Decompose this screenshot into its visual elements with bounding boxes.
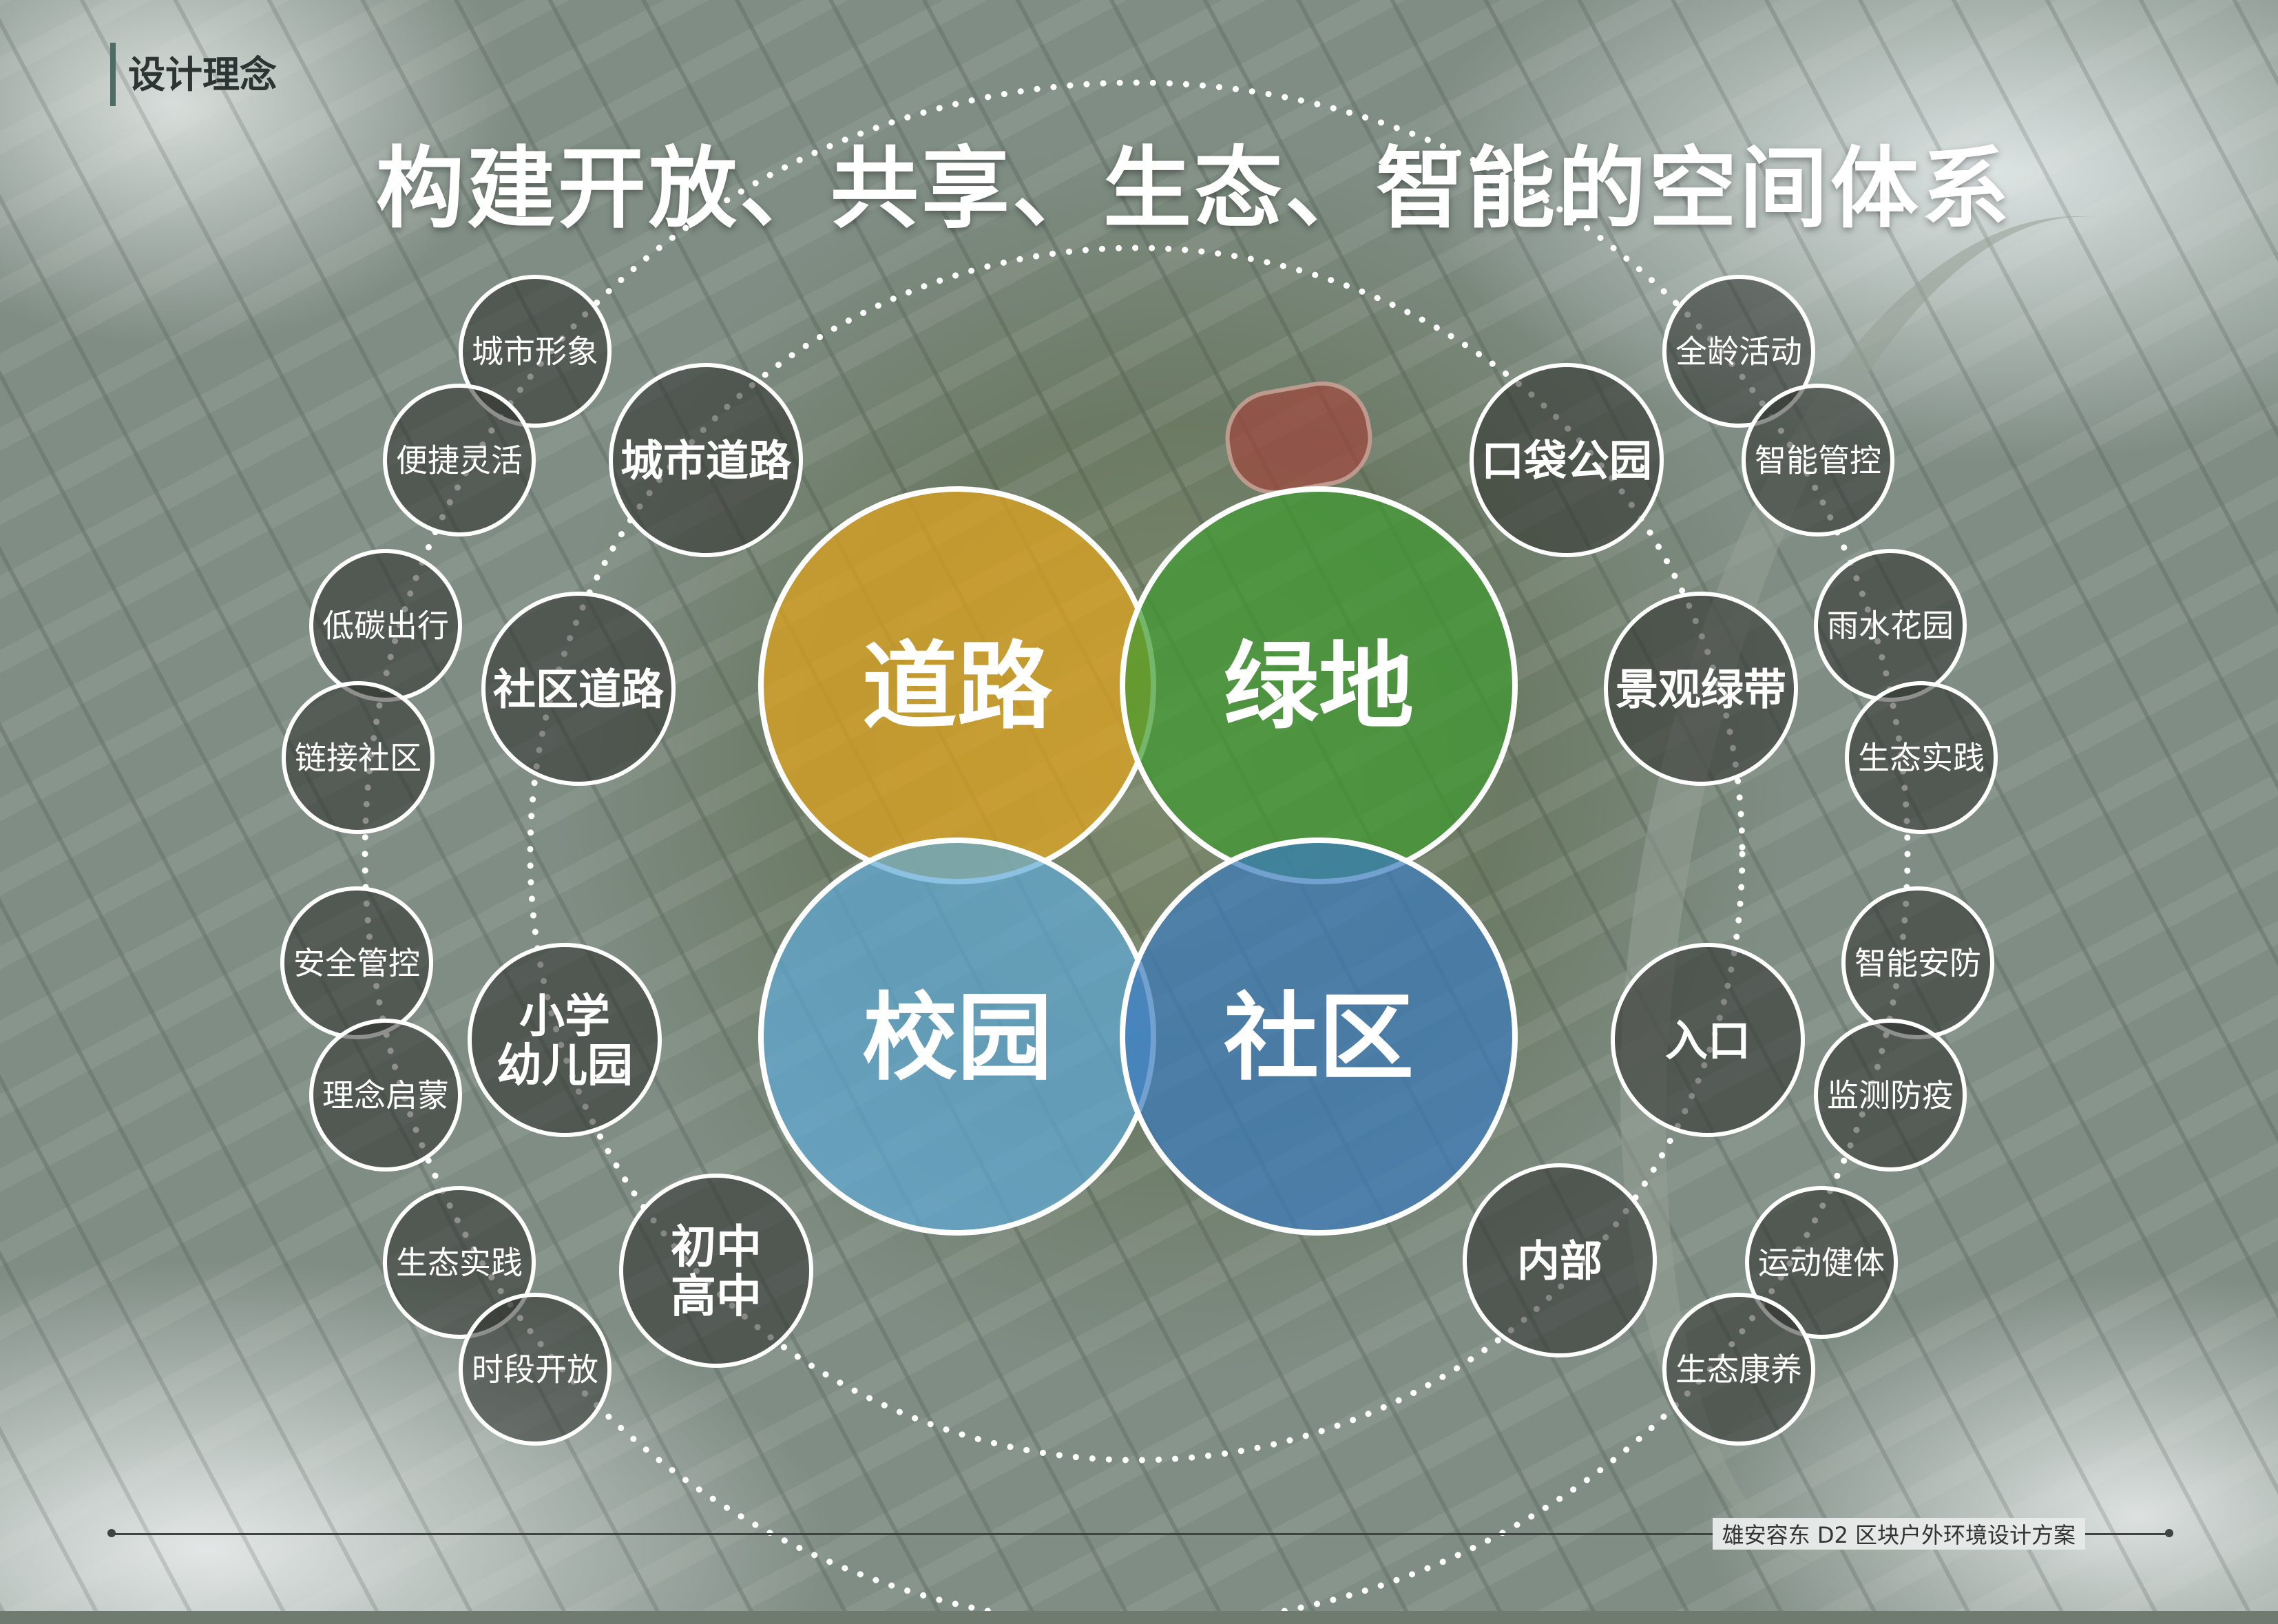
inner-node: 景观绿带	[1604, 592, 1798, 786]
outer-node-label: 生态实践	[1858, 740, 1985, 777]
outer-node-label: 智能安防	[1854, 945, 1981, 982]
core-node-4	[1120, 837, 1518, 1236]
outer-dotted-ring	[362, 79, 1911, 1611]
core-label: 社区	[1224, 983, 1414, 1094]
inner-node: 口袋公园	[1470, 363, 1664, 557]
inner-node-label: 景观绿带	[1616, 664, 1786, 714]
inner-node-label: 城市道路	[620, 435, 792, 486]
core-label: 绿地	[1224, 632, 1414, 742]
outer-node-label: 生态实践	[396, 1245, 523, 1282]
inner-dotted-ring	[527, 244, 1746, 1464]
outer-node-label: 雨水花园	[1827, 607, 1954, 645]
footer-rule	[110, 1533, 2169, 1535]
inner-node-circle	[1611, 943, 1805, 1137]
core-label: 道路	[862, 632, 1053, 742]
outer-node-label: 智能管控	[1755, 442, 1881, 479]
outer-node: 便捷灵活	[383, 384, 536, 537]
inner-node-circle	[481, 592, 676, 786]
outer-node-circle	[1742, 384, 1894, 537]
footer-project-name: 雄安容东 D2 区块户外环境设计方案	[1712, 1518, 2085, 1550]
inner-node-circle	[468, 943, 662, 1137]
outer-node-label: 监测防疫	[1827, 1077, 1954, 1114]
outer-node: 理念启蒙	[309, 1019, 462, 1172]
inner-node-circle	[619, 1174, 813, 1368]
inner-node-circle	[1463, 1163, 1657, 1357]
outer-node: 低碳出行	[309, 549, 462, 702]
outer-node-circle	[1845, 681, 1998, 834]
outer-node-circle	[459, 1293, 612, 1446]
outer-node-circle	[383, 384, 536, 537]
core-circle	[1120, 837, 1518, 1236]
outer-node-label: 生态康养	[1675, 1351, 1802, 1388]
outer-node-circle	[1662, 275, 1815, 428]
core-label: 校园	[862, 983, 1052, 1094]
inner-node-circle	[1470, 363, 1664, 557]
outer-node-circle	[459, 275, 612, 428]
outer-node: 智能管控	[1742, 384, 1894, 537]
outer-node-circle	[1745, 1186, 1898, 1339]
outer-node-label: 理念启蒙	[322, 1077, 449, 1114]
inner-node: 城市道路	[609, 363, 803, 557]
outer-node-circle	[383, 1186, 536, 1339]
inner-node-circle	[609, 363, 803, 557]
section-label: 设计理念	[110, 43, 277, 106]
inner-node-label: 入口	[1665, 1015, 1751, 1065]
outer-node: 城市形象	[459, 275, 612, 428]
outer-node-label: 时段开放	[472, 1351, 598, 1388]
outer-node-circle	[1814, 1019, 1967, 1172]
page-title: 构建开放、共享、生态、智能的空间体系	[375, 138, 2012, 240]
outer-node-label: 低碳出行	[322, 607, 449, 645]
inner-node: 入口	[1611, 943, 1805, 1137]
outer-node-circle	[1662, 1293, 1815, 1446]
footer-rule-dot-right	[2165, 1529, 2173, 1537]
outer-node: 监测防疫	[1814, 1019, 1967, 1172]
inner-node: 社区道路	[481, 592, 676, 786]
outer-node-label: 运动健体	[1758, 1245, 1885, 1282]
inner-node-label: 口袋公园	[1481, 435, 1652, 486]
inner-node: 小学幼儿园	[468, 943, 662, 1137]
outer-node: 生态实践	[1845, 681, 1998, 834]
outer-node-circle	[282, 681, 435, 834]
outer-node-label: 全龄活动	[1675, 333, 1802, 371]
outer-node: 生态康养	[1662, 1293, 1815, 1446]
outer-node: 运动健体	[1745, 1186, 1898, 1339]
inner-node: 内部	[1463, 1163, 1657, 1357]
outer-ring-nodes: 城市形象便捷灵活低碳出行链接社区安全管控理念启蒙生态实践时段开放全龄活动智能管控…	[280, 275, 1998, 1446]
outer-node: 全龄活动	[1662, 275, 1815, 428]
inner-node-label: 初中高中	[671, 1220, 762, 1322]
outer-node: 雨水花园	[1814, 549, 1967, 702]
outer-node: 生态实践	[383, 1186, 536, 1339]
outer-node-label: 链接社区	[295, 740, 421, 777]
inner-node-label: 小学幼儿园	[497, 990, 633, 1092]
inner-node-circle	[1604, 592, 1798, 786]
inner-node-label: 社区道路	[493, 664, 665, 714]
outer-node-label: 安全管控	[293, 945, 420, 982]
outer-node: 时段开放	[459, 1293, 612, 1446]
outer-node: 安全管控	[280, 886, 433, 1039]
outer-node-label: 城市形象	[472, 333, 598, 371]
outer-node: 链接社区	[282, 681, 435, 834]
inner-node: 初中高中	[619, 1174, 813, 1368]
inner-node-label: 内部	[1517, 1236, 1602, 1286]
outer-node: 智能安防	[1841, 886, 1994, 1039]
outer-node-label: 便捷灵活	[396, 442, 523, 479]
outer-node-circle	[309, 1019, 462, 1172]
footer-rule-dot-left	[107, 1529, 116, 1537]
